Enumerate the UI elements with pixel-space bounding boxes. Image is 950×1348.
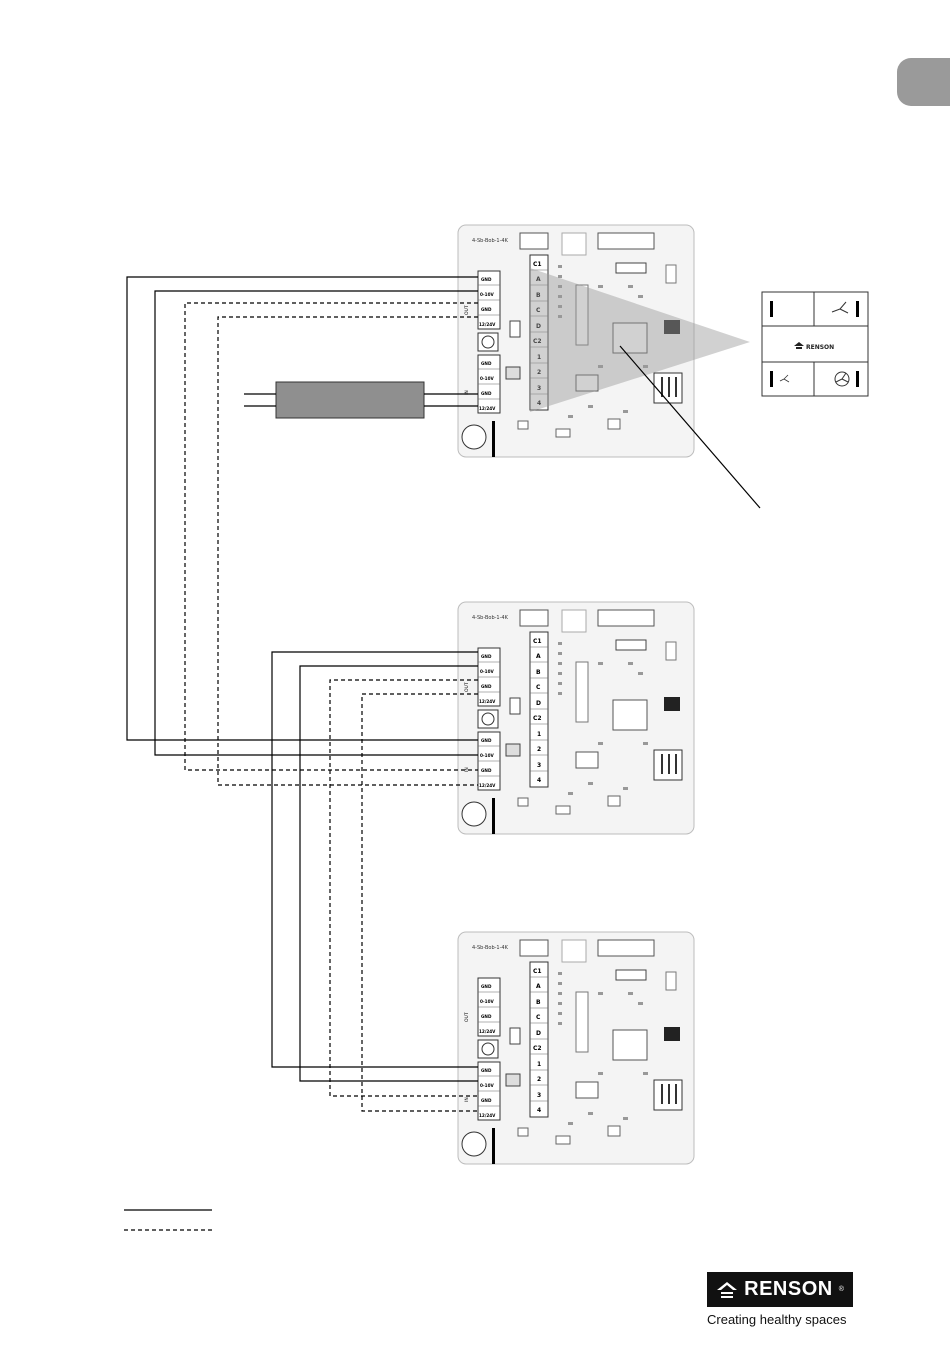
- board-2-term-left-5: GND: [481, 738, 492, 743]
- board-3-header: 4-Sb-Bob-1-4K: [472, 945, 509, 951]
- led-bar-icon: [856, 371, 859, 387]
- board-2-header-text: 4-Sb-Bob-1-4K: [472, 615, 509, 621]
- board-1-header: 4-Sb-Bob-1-4K: [472, 238, 509, 244]
- board-2-out-label: OUT: [464, 682, 470, 692]
- board-3-term-left-6: 0-10V: [480, 1083, 494, 1088]
- board-1-term-right-1: C1: [533, 261, 542, 268]
- board-3-term-right-6: C2: [533, 1045, 542, 1052]
- board-2-term-left-4: 12/24V: [479, 699, 496, 704]
- switch-panel: RENSON: [762, 292, 868, 396]
- board-3-term-left-5: GND: [481, 1068, 492, 1073]
- board-3-term-right-5: D: [536, 1030, 541, 1037]
- board-3-in-label: IN: [464, 1097, 470, 1102]
- board-1-term-left-1: GND: [481, 277, 492, 282]
- board-3-header-text: 4-Sb-Bob-1-4K: [472, 945, 509, 951]
- board-3-term-right-4: C: [536, 1014, 541, 1021]
- board-1-term-left-2: 0-10V: [480, 292, 494, 297]
- board-1-out-label: OUT: [464, 305, 470, 315]
- board-2-term-right-6: C2: [533, 715, 542, 722]
- wire-gnd-dashed: [185, 303, 478, 770]
- board-2-term-left-8: 12/24V: [479, 783, 496, 788]
- fan-boost-button[interactable]: [814, 362, 868, 396]
- board-1-term-left-3: GND: [481, 307, 492, 312]
- fan-low-button[interactable]: [762, 292, 814, 326]
- board-2: 4-Sb-Bob-1-4K GND 0-10V GND 12/24V GND 0…: [458, 602, 694, 834]
- board-1-term-left-6: 0-10V: [480, 376, 494, 381]
- wire-gnd-dashed: [330, 680, 478, 1096]
- wire-0-10v-solid: [300, 666, 478, 1081]
- board-1-header-text: 4-Sb-Bob-1-4K: [472, 238, 509, 244]
- board-2-term-right-1: C1: [533, 638, 542, 645]
- board-2-term-right-3: B: [536, 669, 541, 676]
- wires-board1-to-board2: [127, 277, 478, 785]
- fan-high-button[interactable]: [814, 292, 868, 326]
- board-3-term-right-10: 4: [537, 1107, 541, 1114]
- wires-board2-to-board3: [272, 652, 478, 1111]
- board-3-term-right-3: B: [536, 999, 541, 1006]
- board-3-term-left-7: GND: [481, 1098, 492, 1103]
- board-3-term-left-4: 12/24V: [479, 1029, 496, 1034]
- board-3-term-left-2: 0-10V: [480, 999, 494, 1004]
- renson-roof-icon: [716, 1281, 738, 1299]
- renson-logo: RENSON ®: [707, 1272, 853, 1307]
- led-bar-icon: [770, 371, 773, 387]
- board-2-term-left-7: GND: [481, 768, 492, 773]
- panel-brand-text: RENSON: [806, 344, 834, 351]
- board-2-term-left-1: GND: [481, 654, 492, 659]
- logo-registered-mark: ®: [839, 1286, 844, 1293]
- board-1-term-left-4: 12/24V: [479, 322, 496, 327]
- board-3-term-left-8: 12/24V: [479, 1113, 496, 1118]
- board-3-term-right-7: 1: [537, 1061, 541, 1068]
- logo-brand-text: RENSON: [744, 1278, 833, 1301]
- board-2-term-right-5: D: [536, 700, 541, 707]
- wire-gnd-solid: [272, 652, 478, 1067]
- led-bar-icon: [770, 301, 773, 317]
- board-2-term-left-3: GND: [481, 684, 492, 689]
- logo-tagline: Creating healthy spaces: [707, 1312, 857, 1327]
- board-3-term-right-8: 2: [537, 1076, 541, 1083]
- legend: [124, 1210, 212, 1230]
- board-1-term-left-8: 12/24V: [479, 406, 496, 411]
- board-3-term-left-3: GND: [481, 1014, 492, 1019]
- board-3-term-left-1: GND: [481, 984, 492, 989]
- board-1-term-left-7: GND: [481, 391, 492, 396]
- board-2-term-right-8: 2: [537, 746, 541, 753]
- board-2-term-left-6: 0-10V: [480, 753, 494, 758]
- led-bar-icon: [856, 301, 859, 317]
- board-2-header: 4-Sb-Bob-1-4K: [472, 615, 509, 621]
- board-3-term-right-9: 3: [537, 1092, 541, 1099]
- board-1-term-left-5: GND: [481, 361, 492, 366]
- board-2-term-right-9: 3: [537, 762, 541, 769]
- board-2-term-right-7: 1: [537, 731, 541, 738]
- board-3-term-right-2: A: [536, 983, 541, 990]
- board-2-term-right-10: 4: [537, 777, 541, 784]
- board-3: 4-Sb-Bob-1-4K GND 0-10V GND 12/24V GND 0…: [458, 932, 694, 1164]
- board-3-out-label: OUT: [464, 1012, 470, 1022]
- wire-gnd-solid: [127, 277, 478, 740]
- signal-module: [244, 382, 478, 418]
- wire-0-10v-solid: [155, 291, 478, 755]
- board-2-term-right-4: C: [536, 684, 541, 691]
- fan-min-button[interactable]: [762, 362, 814, 396]
- board-3-term-right-1: C1: [533, 968, 542, 975]
- board-2-term-left-2: 0-10V: [480, 669, 494, 674]
- board-2-term-right-2: A: [536, 653, 541, 660]
